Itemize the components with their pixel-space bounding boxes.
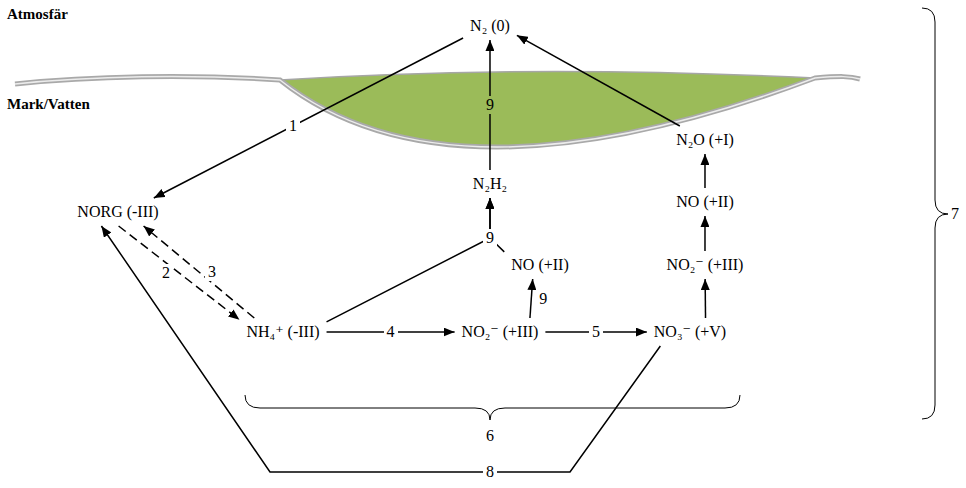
reaction-arrow (154, 38, 463, 198)
step-number: 9 (536, 290, 550, 308)
reaction-arrow (704, 279, 706, 318)
step-number: 2 (159, 264, 173, 282)
chemical-species: NORG (-III) (74, 202, 161, 222)
chemical-species: NO₃⁻ (+V) (651, 322, 729, 342)
step-number: 9 (483, 96, 497, 114)
reaction-arrow (327, 198, 490, 322)
species-label: N₂ (0) (470, 17, 510, 35)
chemical-species: NO₂⁻ (+III) (459, 322, 542, 342)
species-label: NO (+II) (511, 256, 568, 274)
chemical-species: N₂H₂ (470, 174, 510, 194)
reaction-arrow (704, 216, 706, 251)
step-number: 3 (205, 263, 219, 281)
brace (245, 395, 740, 420)
region-label: Mark/Vatten (4, 95, 93, 113)
species-label: NO (+II) (676, 193, 733, 211)
step-number: 5 (589, 323, 603, 341)
step-number: 7 (948, 205, 962, 223)
step-number: 6 (483, 427, 497, 445)
reaction-arrow (530, 279, 533, 318)
reaction-arrow (517, 35, 680, 126)
water-lens (280, 71, 815, 147)
reaction-arrow (144, 226, 255, 318)
step-number: 9 (483, 229, 497, 247)
species-label: NORG (-III) (77, 203, 158, 221)
step-number: 8 (483, 463, 497, 481)
step-number: 4 (384, 323, 398, 341)
species-label: N₂O (+I) (676, 131, 734, 149)
species-label: NO₂⁻ (+III) (462, 323, 539, 341)
species-label: NH₄⁺ (-III) (246, 323, 319, 341)
species-label: NO₃⁻ (+V) (654, 323, 726, 341)
chemical-species: NO (+II) (673, 192, 736, 212)
chemical-species: N₂ (0) (467, 16, 513, 36)
reaction-arrow (704, 154, 706, 188)
species-label: N₂H₂ (473, 175, 507, 193)
chemical-species: NH₄⁺ (-III) (243, 322, 322, 342)
region-label: Atmosfär (4, 5, 71, 23)
chemical-species: NO₂⁻ (+III) (664, 255, 747, 275)
step-number: 1 (286, 117, 300, 135)
chemical-species: N₂O (+I) (673, 130, 737, 150)
species-label: NO₂⁻ (+III) (667, 256, 744, 274)
brace (922, 8, 948, 419)
reaction-arrow (119, 226, 240, 320)
reaction-arrow (101, 226, 660, 472)
chemical-species: NO (+II) (508, 255, 571, 275)
